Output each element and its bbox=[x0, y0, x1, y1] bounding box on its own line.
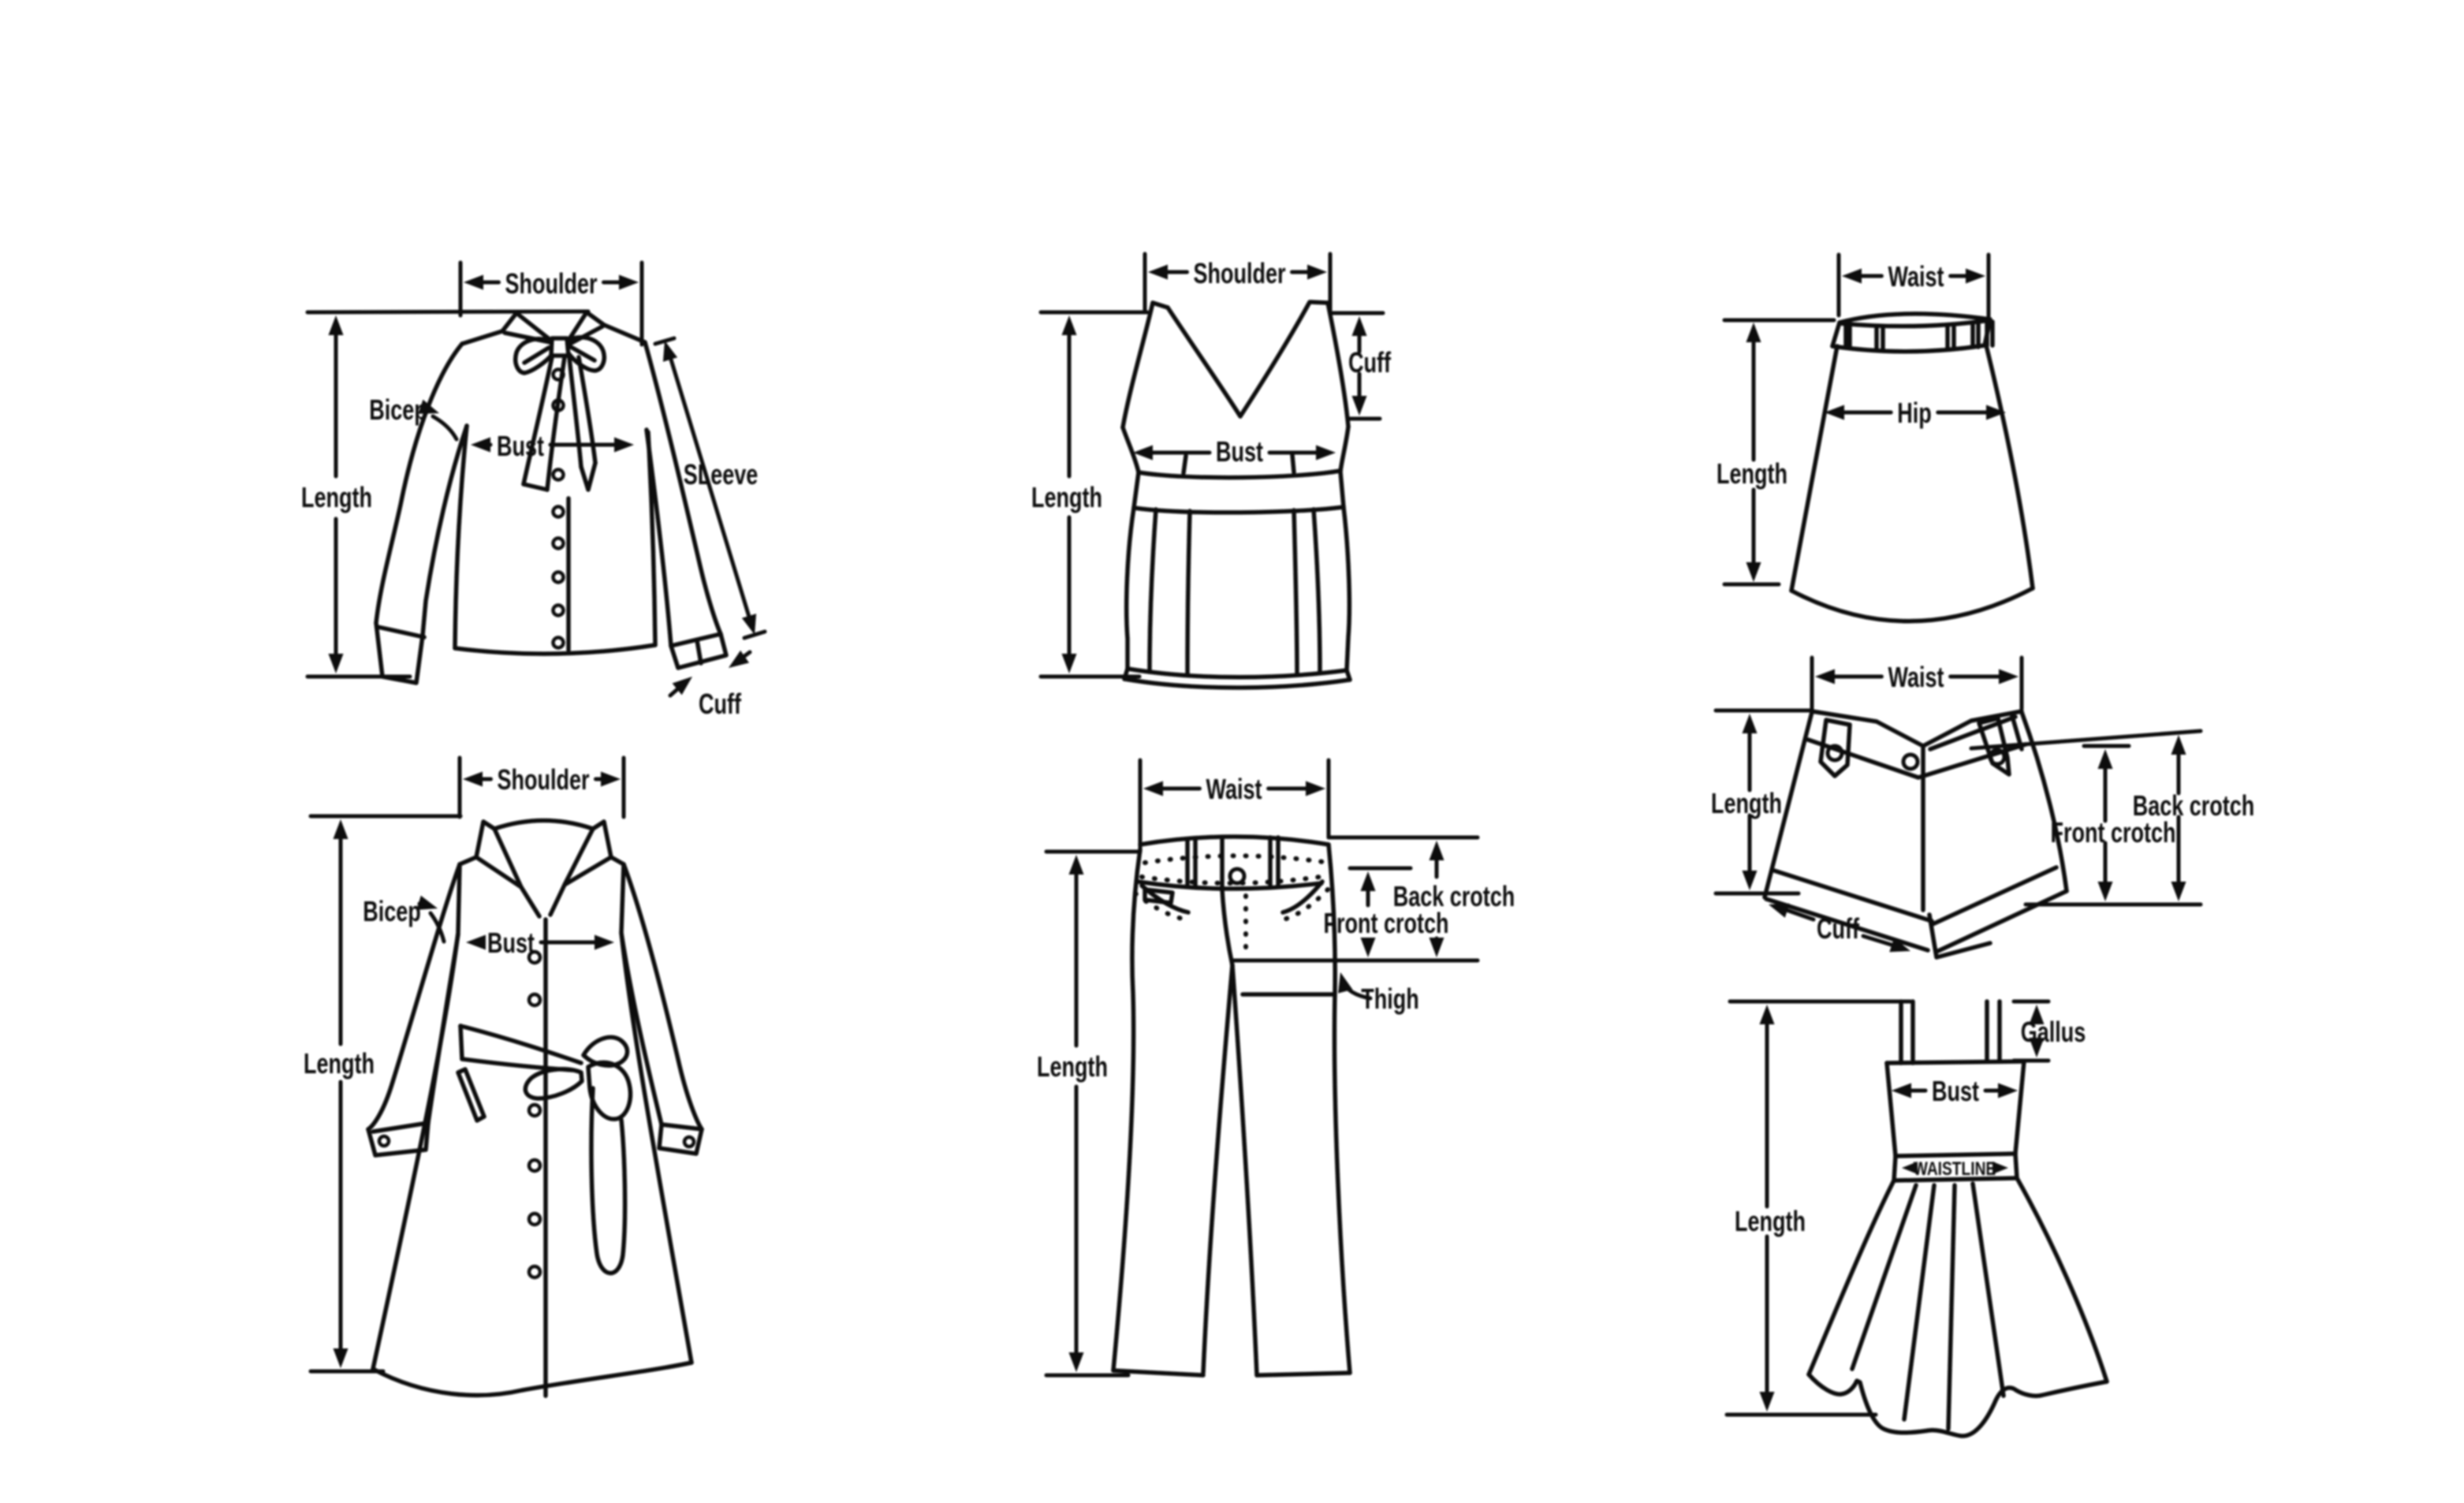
svg-text:Bust: Bust bbox=[1932, 1075, 1979, 1107]
svg-text:Shoulder: Shoulder bbox=[505, 267, 598, 300]
svg-text:SLeeve: SLeeve bbox=[684, 458, 759, 490]
svg-text:Length: Length bbox=[304, 1047, 375, 1080]
svg-text:Length: Length bbox=[1031, 481, 1102, 513]
svg-text:Bicep: Bicep bbox=[369, 393, 427, 426]
svg-text:Length: Length bbox=[1711, 787, 1782, 819]
svg-text:Shoulder: Shoulder bbox=[498, 763, 590, 796]
svg-text:Front crotch: Front crotch bbox=[2051, 816, 2176, 848]
svg-text:WAISTLINE: WAISTLINE bbox=[1914, 1158, 1996, 1180]
svg-text:Waist: Waist bbox=[1888, 260, 1944, 293]
svg-text:Shoulder: Shoulder bbox=[1194, 257, 1286, 289]
svg-text:Cuff: Cuff bbox=[699, 688, 741, 720]
svg-text:Bust: Bust bbox=[1216, 435, 1263, 468]
svg-text:Length: Length bbox=[301, 481, 372, 513]
svg-text:Length: Length bbox=[1735, 1205, 1806, 1237]
svg-text:Bust: Bust bbox=[487, 927, 535, 959]
svg-text:Back crotch: Back crotch bbox=[1393, 880, 1515, 912]
svg-text:Hip: Hip bbox=[1897, 397, 1931, 429]
svg-text:Waist: Waist bbox=[1888, 661, 1944, 693]
svg-text:Back crotch: Back crotch bbox=[2133, 789, 2254, 822]
svg-text:Length: Length bbox=[1037, 1050, 1108, 1083]
svg-text:Waist: Waist bbox=[1206, 773, 1262, 805]
svg-text:Cuff: Cuff bbox=[1348, 346, 1391, 379]
svg-text:Length: Length bbox=[1717, 457, 1787, 490]
svg-text:Bicep: Bicep bbox=[363, 895, 420, 927]
svg-text:Gallus: Gallus bbox=[2021, 1016, 2086, 1048]
svg-text:Front crotch: Front crotch bbox=[1324, 907, 1449, 939]
svg-text:Bust: Bust bbox=[497, 430, 544, 462]
